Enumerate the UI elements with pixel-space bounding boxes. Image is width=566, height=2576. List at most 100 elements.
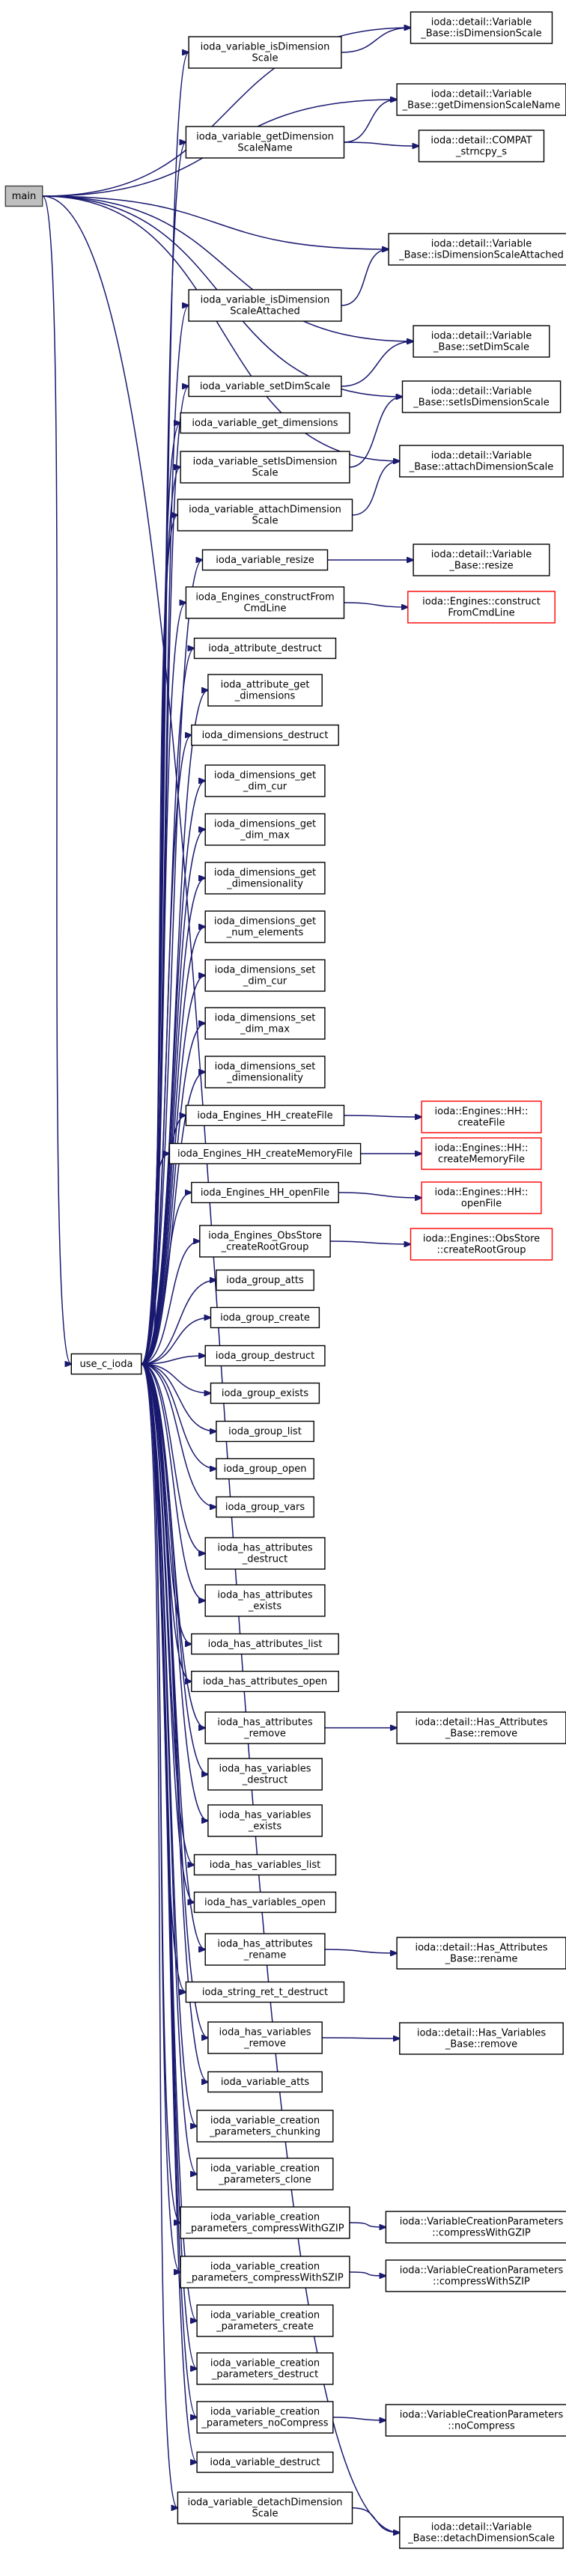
node-grpatts[interactable]: ioda_group_atts	[216, 1269, 314, 1291]
node-grpvars[interactable]: ioda_group_vars	[216, 1496, 314, 1518]
node-getdims[interactable]: ioda_variable_get_dimensions	[180, 412, 350, 434]
node-box	[70, 1353, 142, 1375]
node-t_setdim[interactable]: ioda::detail::Variable_Base::setDimScale	[413, 325, 550, 358]
node-hadestruct[interactable]: ioda_has_attributes_destruct	[204, 1537, 326, 1570]
node-dimssetcur[interactable]: ioda_dimensions_set_dim_cur	[204, 959, 326, 992]
node-vcpszip[interactable]: ioda_variable_creation_parameters_compre…	[180, 2256, 350, 2289]
node-resize[interactable]: ioda_variable_resize	[201, 549, 329, 571]
node-grpopen[interactable]: ioda_group_open	[216, 1458, 314, 1480]
node-isdimatt[interactable]: ioda_variable_isDimensionScaleAttached	[188, 289, 342, 322]
node-hvremove[interactable]: ioda_has_variables_remove	[207, 2021, 323, 2054]
node-haopen[interactable]: ioda_has_attributes_open	[191, 1670, 339, 1693]
node-hhcreatemem[interactable]: ioda_Engines_HH_createMemoryFile	[168, 1142, 362, 1165]
node-t_hhcreatemem[interactable]: ioda::Engines::HH::createMemoryFile	[421, 1137, 542, 1170]
node-label: ::createRootGroup	[436, 1245, 526, 1256]
node-t_nocomp[interactable]: ioda::VariableCreationParameters::noComp…	[385, 2404, 566, 2437]
node-t_haremove[interactable]: ioda::detail::Has_Attributes_Base::remov…	[396, 1711, 566, 1744]
node-hvexists[interactable]: ioda_has_variables_exists	[207, 1804, 323, 1837]
node-label: _parameters_clone	[218, 2175, 311, 2186]
node-box	[210, 1382, 320, 1404]
node-dimsgetdimty[interactable]: ioda_dimensions_get_dimensionality	[204, 862, 326, 895]
node-vcpclone[interactable]: ioda_variable_creation_parameters_clone	[196, 2158, 334, 2190]
node-hvopen[interactable]: ioda_has_variables_open	[193, 1891, 337, 1913]
edge-use_c_ioda-to-hvdestruct	[141, 1363, 208, 1774]
node-attrgetdims[interactable]: ioda_attribute_get_dimensions	[207, 674, 323, 707]
node-haremove[interactable]: ioda_has_attributes_remove	[204, 1711, 326, 1744]
node-label: ioda::detail::Has_Attributes	[415, 1717, 547, 1729]
node-vcpgzip[interactable]: ioda_variable_creation_parameters_compre…	[180, 2206, 350, 2239]
edge-use_c_ioda-to-vardestruct	[141, 1363, 197, 2462]
node-t_hhcreate[interactable]: ioda::Engines::HH::createFile	[421, 1100, 542, 1133]
node-label: ioda_group_open	[224, 1464, 307, 1475]
node-t_setisdim[interactable]: ioda::detail::Variable_Base::setIsDimens…	[401, 380, 562, 413]
node-grpexists[interactable]: ioda_group_exists	[210, 1382, 320, 1404]
node-t_gzip[interactable]: ioda::VariableCreationParameters::compre…	[385, 2211, 566, 2244]
node-hvlist[interactable]: ioda_has_variables_list	[193, 1854, 337, 1876]
node-main[interactable]: main	[4, 185, 43, 207]
node-dimssetmax[interactable]: ioda_dimensions_set_dim_max	[204, 1007, 326, 1040]
node-hhcreate[interactable]: ioda_Engines_HH_createFile	[185, 1104, 345, 1127]
node-t_isdim[interactable]: ioda::detail::Variable_Base::isDimension…	[410, 11, 553, 44]
node-box	[204, 910, 326, 943]
node-t_attachdim[interactable]: ioda::detail::Variable_Base::attachDimen…	[399, 445, 564, 478]
node-setdim[interactable]: ioda_variable_setDimScale	[188, 375, 342, 398]
node-t_hvremove[interactable]: ioda::detail::Has_Variables_Base::remove	[399, 2022, 564, 2055]
node-box	[180, 2256, 350, 2289]
node-dimsgetmax[interactable]: ioda_dimensions_get_dim_max	[204, 813, 326, 846]
node-t_getdimname[interactable]: ioda::detail::Variable_Base::getDimensio…	[396, 83, 566, 116]
node-detachdim[interactable]: ioda_variable_detachDimensionScale	[177, 2491, 353, 2524]
edges-layer	[42, 28, 422, 2533]
node-box	[421, 1137, 542, 1170]
node-box	[199, 1225, 331, 1258]
node-halist[interactable]: ioda_has_attributes_list	[191, 1633, 339, 1655]
node-box	[185, 1981, 345, 2003]
node-box	[188, 375, 342, 398]
node-strdestruct[interactable]: ioda_string_ret_t_destruct	[185, 1981, 345, 2003]
node-t_strncpy[interactable]: ioda::detail::COMPAT_strncpy_s	[418, 130, 545, 162]
node-t_detachdim[interactable]: ioda::detail::Variable_Base::detachDimen…	[399, 2516, 564, 2549]
node-t_harename[interactable]: ioda::detail::Has_Attributes_Base::renam…	[396, 1937, 566, 1970]
node-t_szip[interactable]: ioda::VariableCreationParameters::compre…	[385, 2259, 566, 2292]
node-attachdim[interactable]: ioda_variable_attachDimensionScale	[177, 499, 353, 532]
node-hvdestruct[interactable]: ioda_has_variables_destruct	[207, 1758, 323, 1791]
node-dimssetdimty[interactable]: ioda_dimensions_set_dimensionality	[204, 1056, 326, 1088]
node-grpdestruct[interactable]: ioda_group_destruct	[204, 1345, 326, 1367]
node-grpcreate[interactable]: ioda_group_create	[210, 1306, 320, 1329]
node-label: ioda::detail::Variable	[431, 451, 532, 462]
node-haexists[interactable]: ioda_has_attributes_exists	[204, 1584, 326, 1617]
nodes-layer: main use_c_ioda ioda_variable_isDimensionS…	[4, 11, 566, 2549]
node-isdim[interactable]: ioda_variable_isDimensionScale	[188, 36, 342, 69]
node-vcpchunk[interactable]: ioda_variable_creation_parameters_chunki…	[196, 2110, 334, 2143]
node-label: _createRootGroup	[221, 1242, 309, 1253]
node-attrdestruct[interactable]: ioda_attribute_destruct	[193, 637, 337, 660]
node-label: ioda_variable_creation	[210, 2262, 320, 2273]
node-dimsdestruct[interactable]: ioda_dimensions_destruct	[191, 724, 339, 746]
node-dimsgetcur[interactable]: ioda_dimensions_get_dim_cur	[204, 764, 326, 797]
node-hhopen[interactable]: ioda_Engines_HH_openFile	[191, 1181, 339, 1204]
node-t_obsstore[interactable]: ioda::Engines::ObsStore::createRootGroup	[410, 1228, 553, 1261]
node-setisdim[interactable]: ioda_variable_setIsDimensionScale	[180, 451, 350, 484]
node-varatts[interactable]: ioda_variable_atts	[207, 2071, 323, 2093]
node-t_resize[interactable]: ioda::detail::Variable_Base::resize	[413, 543, 550, 576]
edge-use_c_ioda-to-hvexists	[141, 1363, 208, 1821]
node-vcpnocomp[interactable]: ioda_variable_creation_parameters_noComp…	[196, 2401, 334, 2434]
node-vcpdestruct[interactable]: ioda_variable_creation_parameters_destru…	[196, 2352, 334, 2385]
edge-use_c_ioda-to-haexists	[141, 1363, 205, 1601]
node-label: _Base::remove	[445, 1729, 517, 1740]
node-grplist[interactable]: ioda_group_list	[216, 1420, 314, 1443]
node-getdimname[interactable]: ioda_variable_getDimensionScaleName	[185, 126, 345, 159]
node-label: ioda_variable_get_dimensions	[192, 418, 338, 429]
node-t_hhopen[interactable]: ioda::Engines::HH::openFile	[421, 1181, 542, 1214]
node-obsstore[interactable]: ioda_Engines_ObsStore_createRootGroup	[199, 1225, 331, 1258]
node-t_isdimatt[interactable]: ioda::detail::Variable_Base::isDimension…	[388, 233, 566, 266]
node-use-c-ioda[interactable]: use_c_ioda	[70, 1353, 142, 1375]
node-box	[177, 499, 353, 532]
node-vardestruct[interactable]: ioda_variable_destruct	[196, 2451, 334, 2473]
node-dimsgetnum[interactable]: ioda_dimensions_get_num_elements	[204, 910, 326, 943]
node-box	[399, 2022, 564, 2055]
node-vcpcreate[interactable]: ioda_variable_creation_parameters_create	[196, 2304, 334, 2337]
node-label: _strncpy_s	[455, 147, 507, 158]
node-harename[interactable]: ioda_has_attributes_rename	[204, 1933, 326, 1966]
